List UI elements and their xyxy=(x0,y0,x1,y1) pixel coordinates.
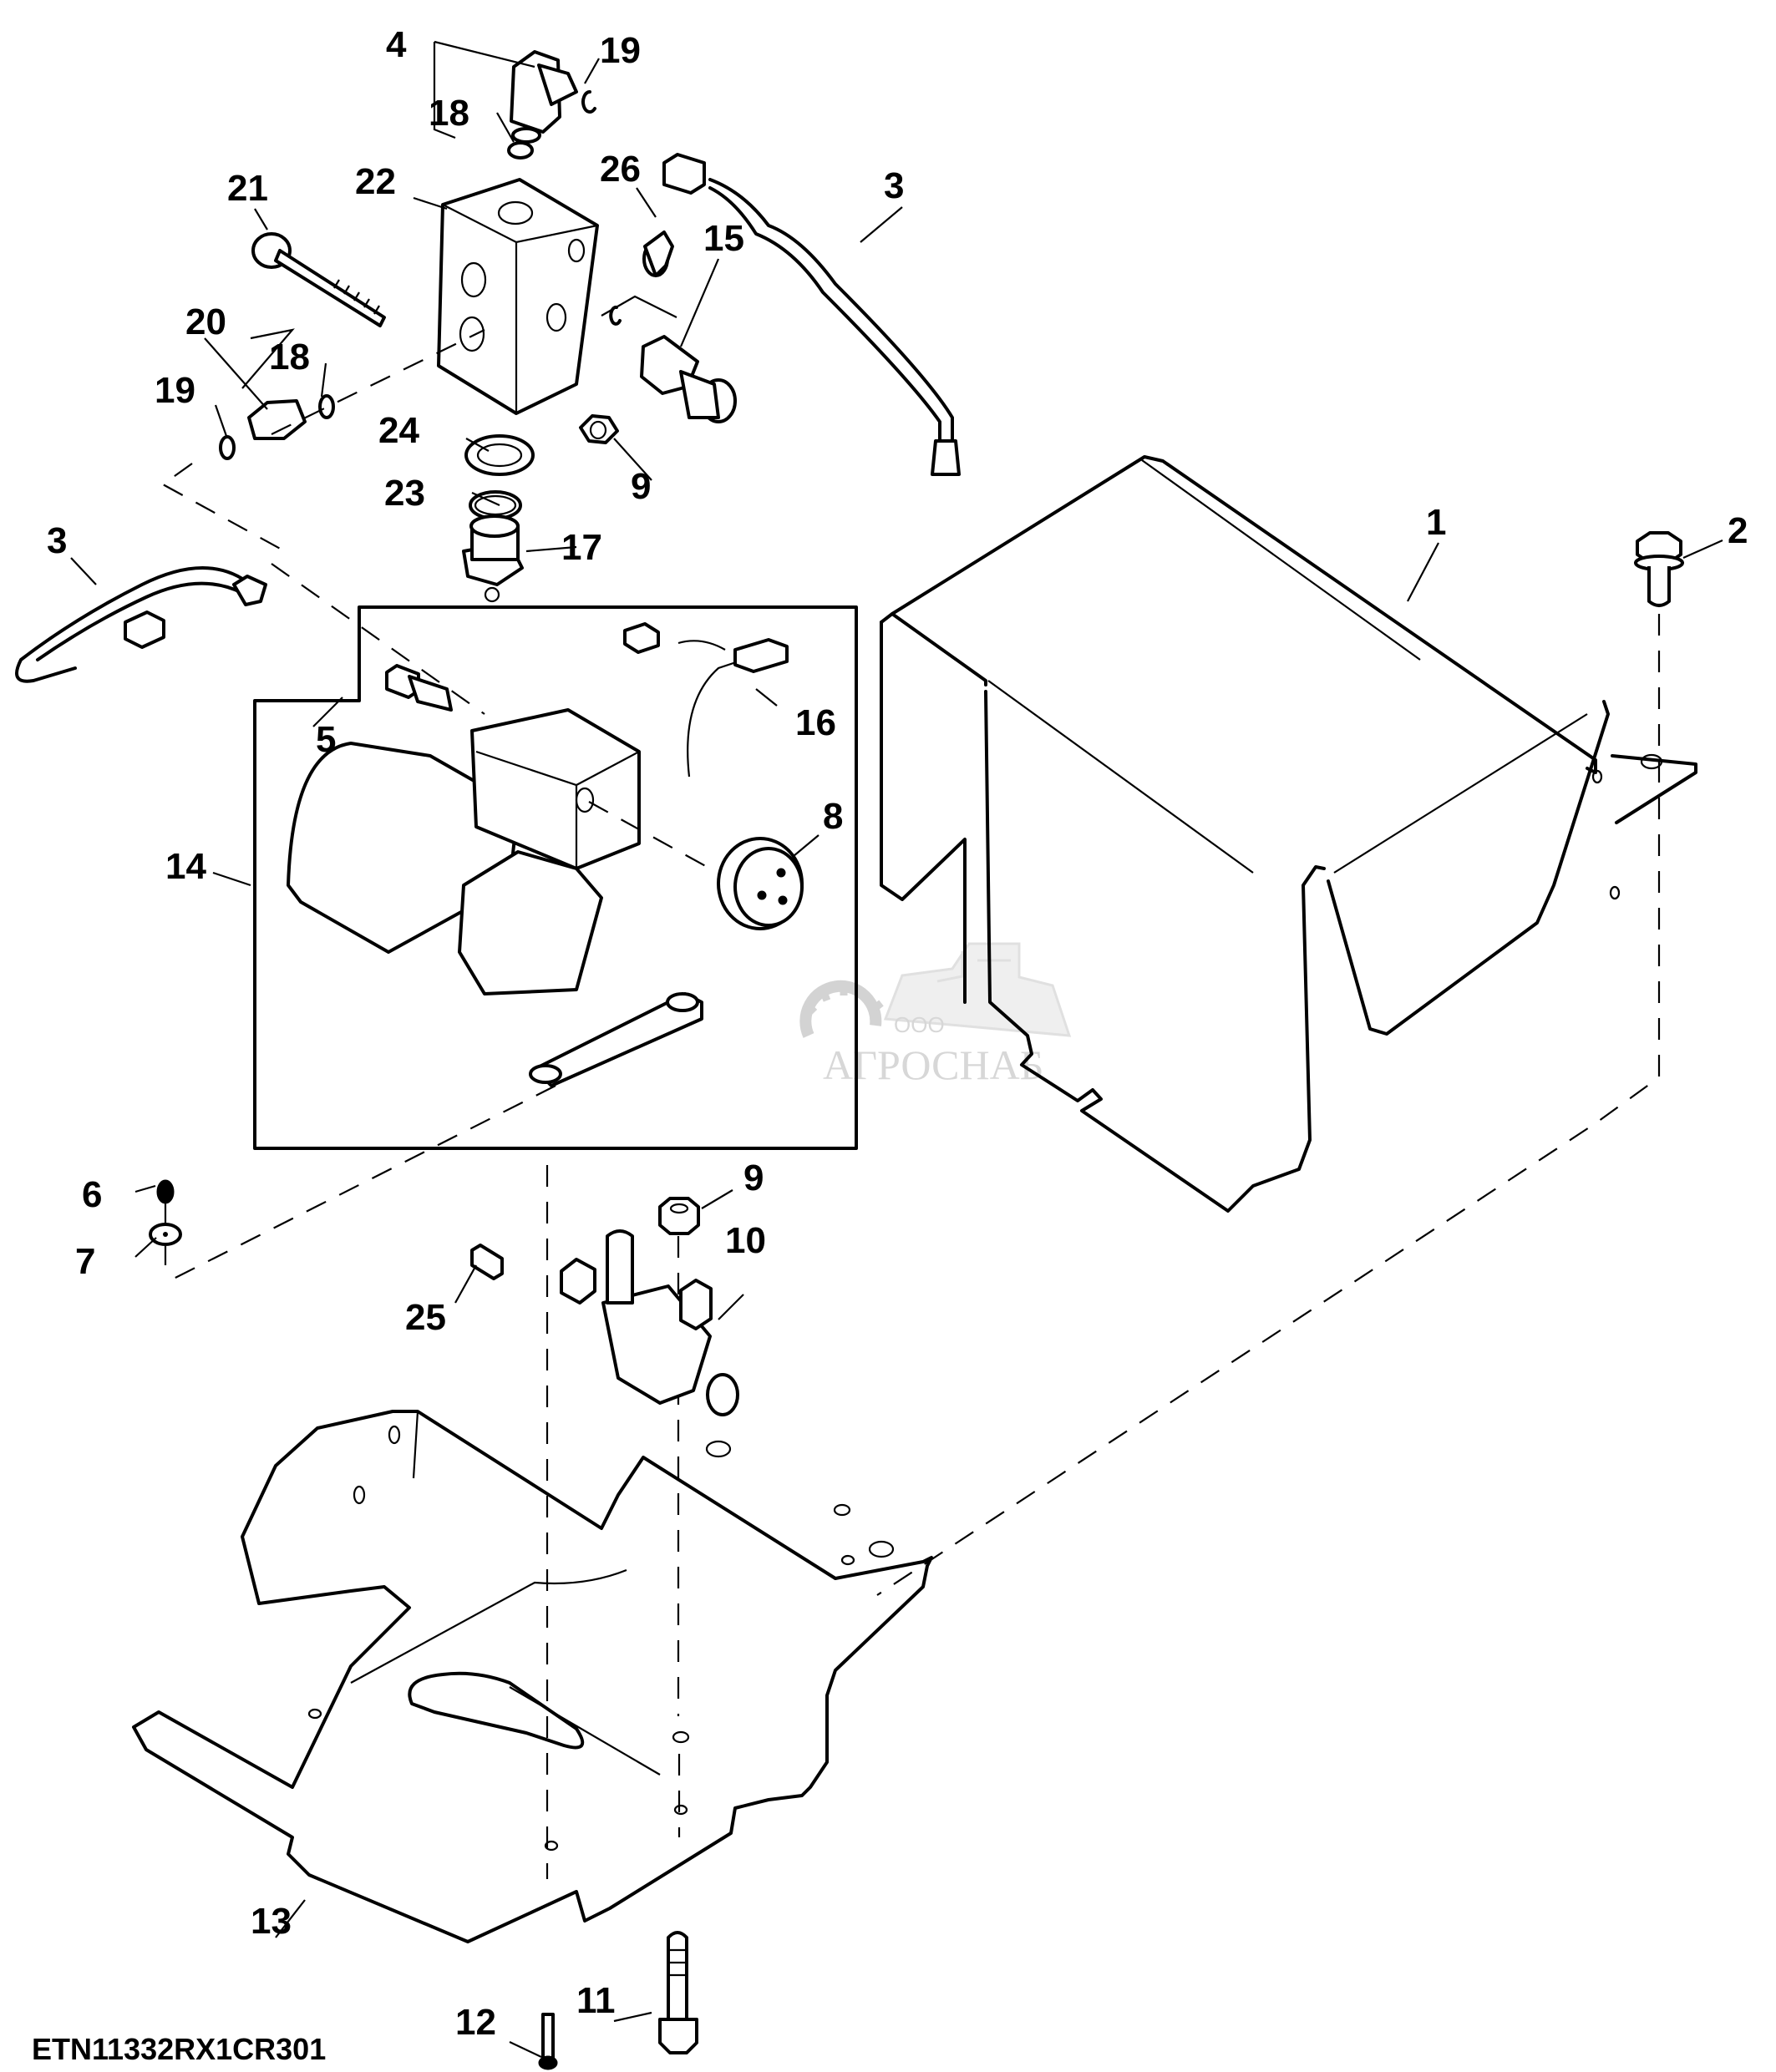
reference-code: ETN11332RX1CR301 xyxy=(32,2032,326,2066)
callout-18-left: 18 xyxy=(269,337,310,377)
callouts: 1 2 3 3 4 5 6 7 8 9 9 10 11 12 13 14 15 … xyxy=(47,24,1748,2043)
drain-plug-part xyxy=(462,514,524,603)
screw-part xyxy=(538,2013,558,2070)
leader-lines xyxy=(70,40,1723,2058)
watermark-logo: ООО АГРОСНАБ xyxy=(799,942,1072,1088)
callout-17: 17 xyxy=(561,527,602,568)
callout-26: 26 xyxy=(600,149,641,190)
callout-11: 11 xyxy=(576,1980,616,2021)
compressor-part xyxy=(287,622,804,1087)
callout-2: 2 xyxy=(1728,510,1748,551)
bracket-part xyxy=(132,1410,933,1943)
manifold-block-part xyxy=(437,178,599,415)
watermark-prefix: ООО xyxy=(894,1012,945,1037)
callout-9-upper: 9 xyxy=(631,466,651,507)
fitting-part xyxy=(247,399,307,440)
callout-1: 1 xyxy=(1426,502,1446,543)
callout-24: 24 xyxy=(378,410,419,451)
callout-16: 16 xyxy=(795,702,836,743)
combine-harvester-icon xyxy=(883,942,1072,1037)
flange-nut-part xyxy=(658,1197,700,1235)
nut-part xyxy=(156,1179,175,1204)
callout-8: 8 xyxy=(823,796,843,837)
callout-15: 15 xyxy=(703,218,744,259)
callout-7: 7 xyxy=(75,1241,95,1282)
guide-line xyxy=(588,801,711,869)
washer-part xyxy=(149,1223,182,1246)
compressor-inset-frame xyxy=(253,605,858,1150)
plug-part xyxy=(470,1244,504,1280)
callout-3-left: 3 xyxy=(47,520,67,561)
cap-part xyxy=(642,231,674,277)
callout-10: 10 xyxy=(725,1220,766,1261)
watermark-name: АГРОСНАБ xyxy=(823,1041,1043,1088)
callout-21: 21 xyxy=(227,168,268,209)
guide-line xyxy=(876,614,1661,1596)
callout-23: 23 xyxy=(384,473,425,514)
guide-line xyxy=(166,1085,556,1283)
callout-13: 13 xyxy=(251,1901,292,1942)
callout-25: 25 xyxy=(405,1297,446,1338)
callout-12: 12 xyxy=(455,2002,496,2043)
callout-6: 6 xyxy=(82,1174,102,1215)
valve-part xyxy=(560,1229,739,1416)
callout-19-upper: 19 xyxy=(600,30,641,71)
cap-screw-part xyxy=(1634,531,1684,607)
callout-20: 20 xyxy=(185,301,226,342)
callout-19-left: 19 xyxy=(155,370,195,411)
callout-9-lower: 9 xyxy=(743,1158,764,1198)
cover-part xyxy=(880,455,1697,1213)
bolt-part xyxy=(658,1931,698,2054)
callout-14: 14 xyxy=(165,846,206,887)
long-bolt-part xyxy=(251,232,386,327)
hose-left-part xyxy=(15,566,267,683)
callout-3-upper: 3 xyxy=(884,165,904,206)
gear-icon xyxy=(799,980,884,1038)
elbow-fitting-part xyxy=(510,50,578,144)
callout-5: 5 xyxy=(316,719,336,760)
pressure-switch-part xyxy=(640,335,737,423)
callout-18-upper: 18 xyxy=(429,93,469,134)
callout-22: 22 xyxy=(355,161,396,202)
hose-upper-part xyxy=(662,153,961,476)
guide-line xyxy=(271,563,485,715)
callout-4: 4 xyxy=(386,24,407,65)
plug-upper-part xyxy=(579,414,619,444)
